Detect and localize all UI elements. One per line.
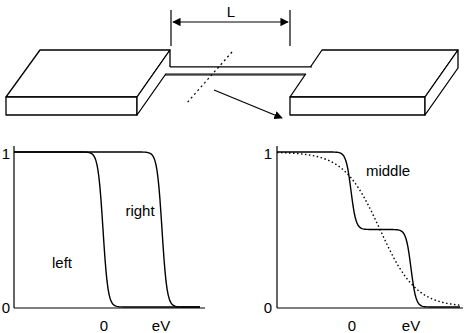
axis-value: eV: [402, 318, 420, 333]
left-contact: [6, 50, 170, 115]
axis-value: 1: [264, 146, 272, 161]
right-contact: [290, 50, 458, 115]
equilibrium-distribution: [277, 153, 460, 306]
axis-value: 0: [264, 300, 272, 315]
axis-value: 0: [348, 318, 356, 333]
left-distribution: [14, 152, 200, 307]
wire: [152, 67, 312, 75]
cross-section-marker: [186, 52, 282, 118]
wire: [161, 67, 312, 74]
axis-value: 0: [100, 318, 108, 333]
right-distribution: [14, 152, 200, 307]
axis-value: eV: [152, 318, 170, 333]
curve-label: left: [52, 255, 72, 270]
length-label: L: [227, 4, 235, 19]
axis-value: 0: [2, 300, 10, 315]
middle-distribution: [277, 152, 460, 307]
curve-label: middle: [366, 163, 410, 178]
plot-axes: [14, 146, 463, 308]
axis-value: 1: [2, 146, 10, 161]
curve-label: right: [125, 203, 154, 218]
